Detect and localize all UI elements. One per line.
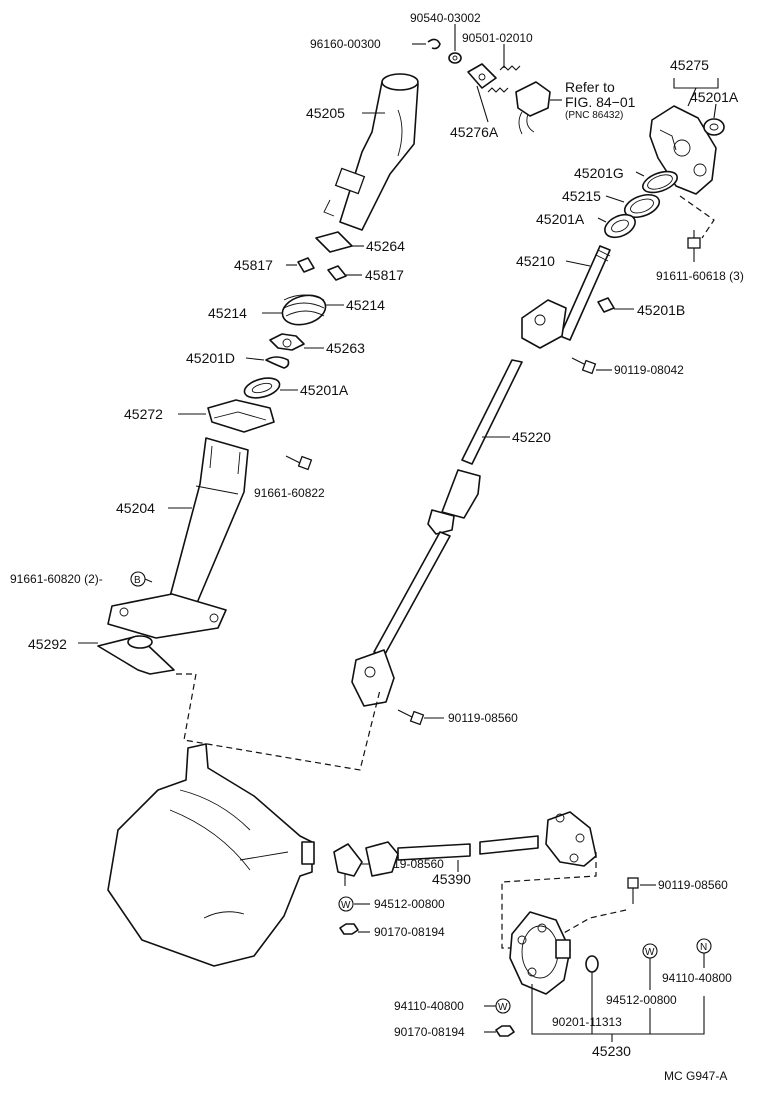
nut-90170-08194-a <box>339 923 370 935</box>
label-90170-08194-b: 90170-08194 <box>394 1025 465 1039</box>
badge-b: B <box>130 571 153 587</box>
label-45817-left: 45817 <box>234 257 273 273</box>
label-45201b: 45201B <box>637 302 685 318</box>
label-45390: 45390 <box>432 871 471 887</box>
clip-45817-left <box>286 257 315 273</box>
label-45272: 45272 <box>124 406 163 422</box>
washer-90201-11313 <box>585 955 599 1008</box>
clip-45817-right <box>327 265 362 281</box>
bracket-45230 <box>531 984 705 1042</box>
bracket-45272 <box>178 399 275 433</box>
label-90119-08560-c: 90119-08560 <box>658 878 728 892</box>
svg-text:W: W <box>341 900 351 911</box>
label-fig-ref: FIG. 84−01 <box>565 94 636 110</box>
label-45264: 45264 <box>366 238 405 254</box>
label-45201a-top: 45201A <box>690 89 739 105</box>
label-45201a-mid: 45201A <box>536 211 585 227</box>
label-91661-60822: 91661-60822 <box>254 486 325 500</box>
svg-text:W: W <box>645 947 655 958</box>
badge-n-right: N <box>696 938 712 968</box>
label-45263: 45263 <box>326 340 365 356</box>
label-91661-60820: 91661-60820 (2)- <box>10 572 103 586</box>
label-45205: 45205 <box>306 105 345 121</box>
switch-ref-86432 <box>515 81 562 135</box>
clip-96160-00300 <box>412 38 441 50</box>
label-90119-08560-a: 90119-08560 <box>448 711 518 725</box>
shaft-45390 <box>333 811 597 877</box>
column-cover-45205 <box>323 73 419 231</box>
bolt-91661-60822 <box>285 455 313 471</box>
badge-w-left: W <box>484 998 511 1014</box>
label-45210: 45210 <box>516 253 555 269</box>
spring-90501-02010 <box>487 44 521 93</box>
label-45230: 45230 <box>592 1043 631 1059</box>
clip-45201b <box>597 297 634 313</box>
label-90170-08194-a: 90170-08194 <box>374 925 445 939</box>
label-45275: 45275 <box>670 57 709 73</box>
bolt-90119-08042 <box>571 357 612 375</box>
svg-text:B: B <box>134 575 141 586</box>
dashed-link-bolt <box>561 909 627 935</box>
dashed-link-coupling <box>501 852 597 949</box>
label-96160-00300: 96160-00300 <box>310 37 381 51</box>
column-tube-45204 <box>107 437 249 639</box>
label-45201g: 45201G <box>574 165 624 181</box>
label-90540-03002: 90540-03002 <box>410 11 481 25</box>
label-45214-left: 45214 <box>208 305 247 321</box>
boot-45292 <box>78 635 175 675</box>
bolt-90119-08560-c <box>627 877 656 904</box>
plate-45264 <box>315 231 364 253</box>
lock-housing-45275 <box>649 78 725 195</box>
label-90119-08042: 90119-08042 <box>614 363 684 377</box>
badge-w-right: W <box>642 943 658 990</box>
label-94110-40800-a: 94110-40800 <box>662 971 732 985</box>
label-refer-to: Refer to <box>565 79 615 95</box>
steering-gear-box <box>107 743 315 967</box>
label-90201-11313: 90201-11313 <box>552 1015 622 1029</box>
label-45276a: 45276A <box>450 124 499 140</box>
label-45292: 45292 <box>28 636 67 652</box>
plate-45276a <box>467 63 497 123</box>
label-45215: 45215 <box>562 188 601 204</box>
label-45201d: 45201D <box>186 350 235 366</box>
label-45220: 45220 <box>512 429 551 445</box>
bolt-91611-60618 <box>679 195 715 262</box>
label-45204: 45204 <box>116 500 155 516</box>
label-94512-00800-a: 94512-00800 <box>374 897 445 911</box>
label-94110-40800-b: 94110-40800 <box>394 999 464 1013</box>
bearing-45201a-low <box>243 377 298 399</box>
svg-text:N: N <box>700 942 707 953</box>
label-94512-00800-b: 94512-00800 <box>606 993 677 1007</box>
bolt-90119-08560-a <box>397 709 444 726</box>
svg-text:W: W <box>498 1002 508 1013</box>
main-shaft-45210 <box>521 245 611 349</box>
coupling-disc-45230 <box>509 911 571 995</box>
spring-45214 <box>262 294 344 326</box>
label-45201a-low: 45201A <box>300 382 349 398</box>
footer-code: MC G947-A <box>664 1069 727 1083</box>
washer-w-94512-00800-a: W <box>338 896 370 912</box>
label-45817-right: 45817 <box>365 267 404 283</box>
label-45214-right: 45214 <box>346 297 385 313</box>
intermediate-shaft-45220 <box>351 359 523 707</box>
nut-45263 <box>269 333 324 351</box>
label-90501-02010: 90501-02010 <box>462 31 533 45</box>
nut-90170-08194-b <box>484 1025 515 1037</box>
ring-45215 <box>605 193 661 219</box>
ring-45201g <box>635 170 678 194</box>
dashed-link-boot <box>176 673 381 771</box>
label-91611-60618: 91611-60618 (3) <box>656 269 744 283</box>
snap-ring-45201d <box>245 356 290 369</box>
label-pnc-ref: (PNC 86432) <box>565 110 623 121</box>
ring-45201a-mid <box>597 213 636 239</box>
washer-90540-03002 <box>448 24 462 64</box>
